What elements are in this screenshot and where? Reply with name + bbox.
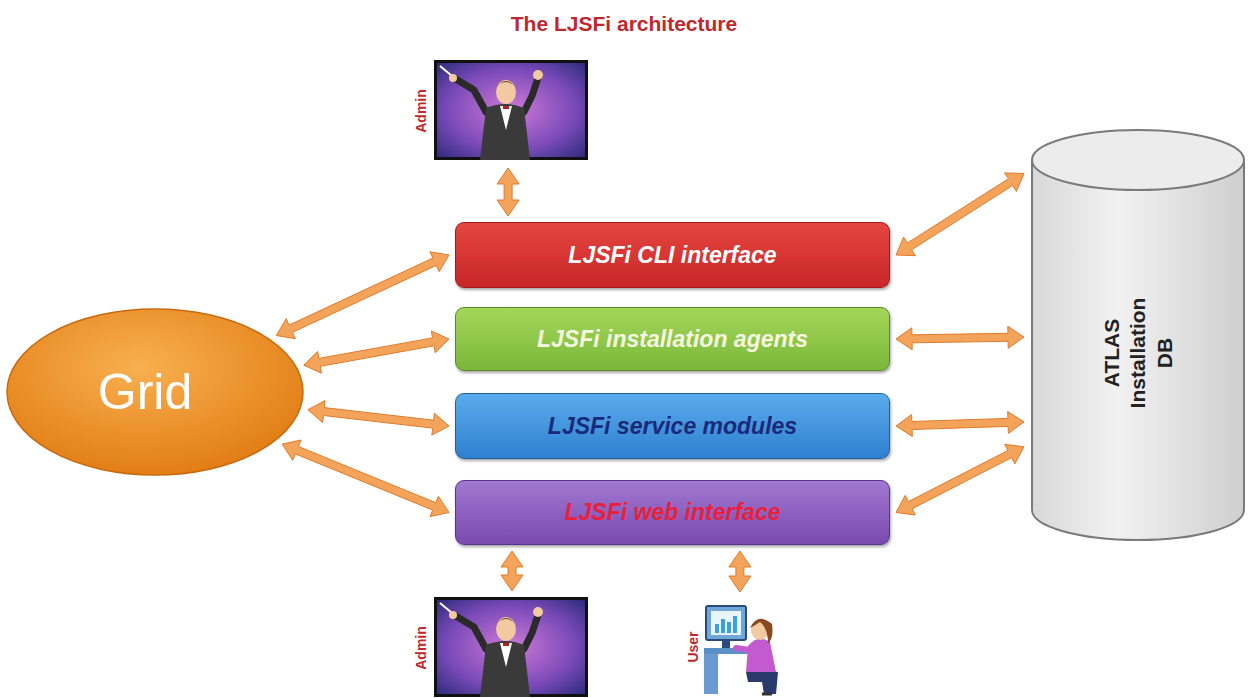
admin-figure: Admin [412, 60, 590, 162]
grid-label: Grid [98, 363, 192, 421]
service-modules-band: LJSFi service modules [455, 393, 890, 459]
band-label: LJSFi web interface [564, 499, 780, 526]
diagram-title: The LJSFi architecture [0, 12, 1248, 36]
role-label: User [685, 631, 701, 662]
role-label: Admin [413, 626, 429, 670]
double-arrow [896, 444, 1024, 515]
band-label: LJSFi installation agents [537, 326, 808, 353]
double-arrow [497, 168, 519, 216]
band-label: LJSFi CLI interface [568, 242, 776, 269]
double-arrow [896, 173, 1024, 256]
database-cylinder: ATLAS Installation DB [1030, 128, 1246, 542]
role-label-holder: Admin [412, 60, 430, 162]
role-label: Admin [413, 89, 429, 133]
double-arrow [896, 412, 1024, 437]
double-arrow [304, 331, 449, 373]
double-arrow [282, 440, 449, 517]
role-label-holder: Admin [412, 597, 430, 698]
admin-illustration [434, 597, 588, 697]
admin-illustration [434, 60, 588, 160]
web-interface-band: LJSFi web interface [455, 480, 890, 545]
double-arrow [276, 252, 449, 339]
double-arrow [729, 551, 751, 592]
band-label: LJSFi service modules [548, 413, 797, 440]
double-arrow [896, 326, 1024, 350]
double-arrow [308, 401, 449, 436]
cli-interface-band: LJSFi CLI interface [455, 222, 890, 288]
grid-ellipse: Grid [5, 307, 305, 477]
double-arrow [501, 551, 523, 591]
admin-figure: Admin [412, 597, 590, 698]
role-label-holder: User [684, 598, 702, 696]
installation-agents-band: LJSFi installation agents [455, 307, 890, 371]
db-label: ATLAS Installation DB [1099, 283, 1178, 423]
db-label-holder: ATLAS Installation DB [1030, 188, 1246, 518]
user-figure: User [684, 598, 784, 696]
user-illustration [702, 598, 784, 696]
